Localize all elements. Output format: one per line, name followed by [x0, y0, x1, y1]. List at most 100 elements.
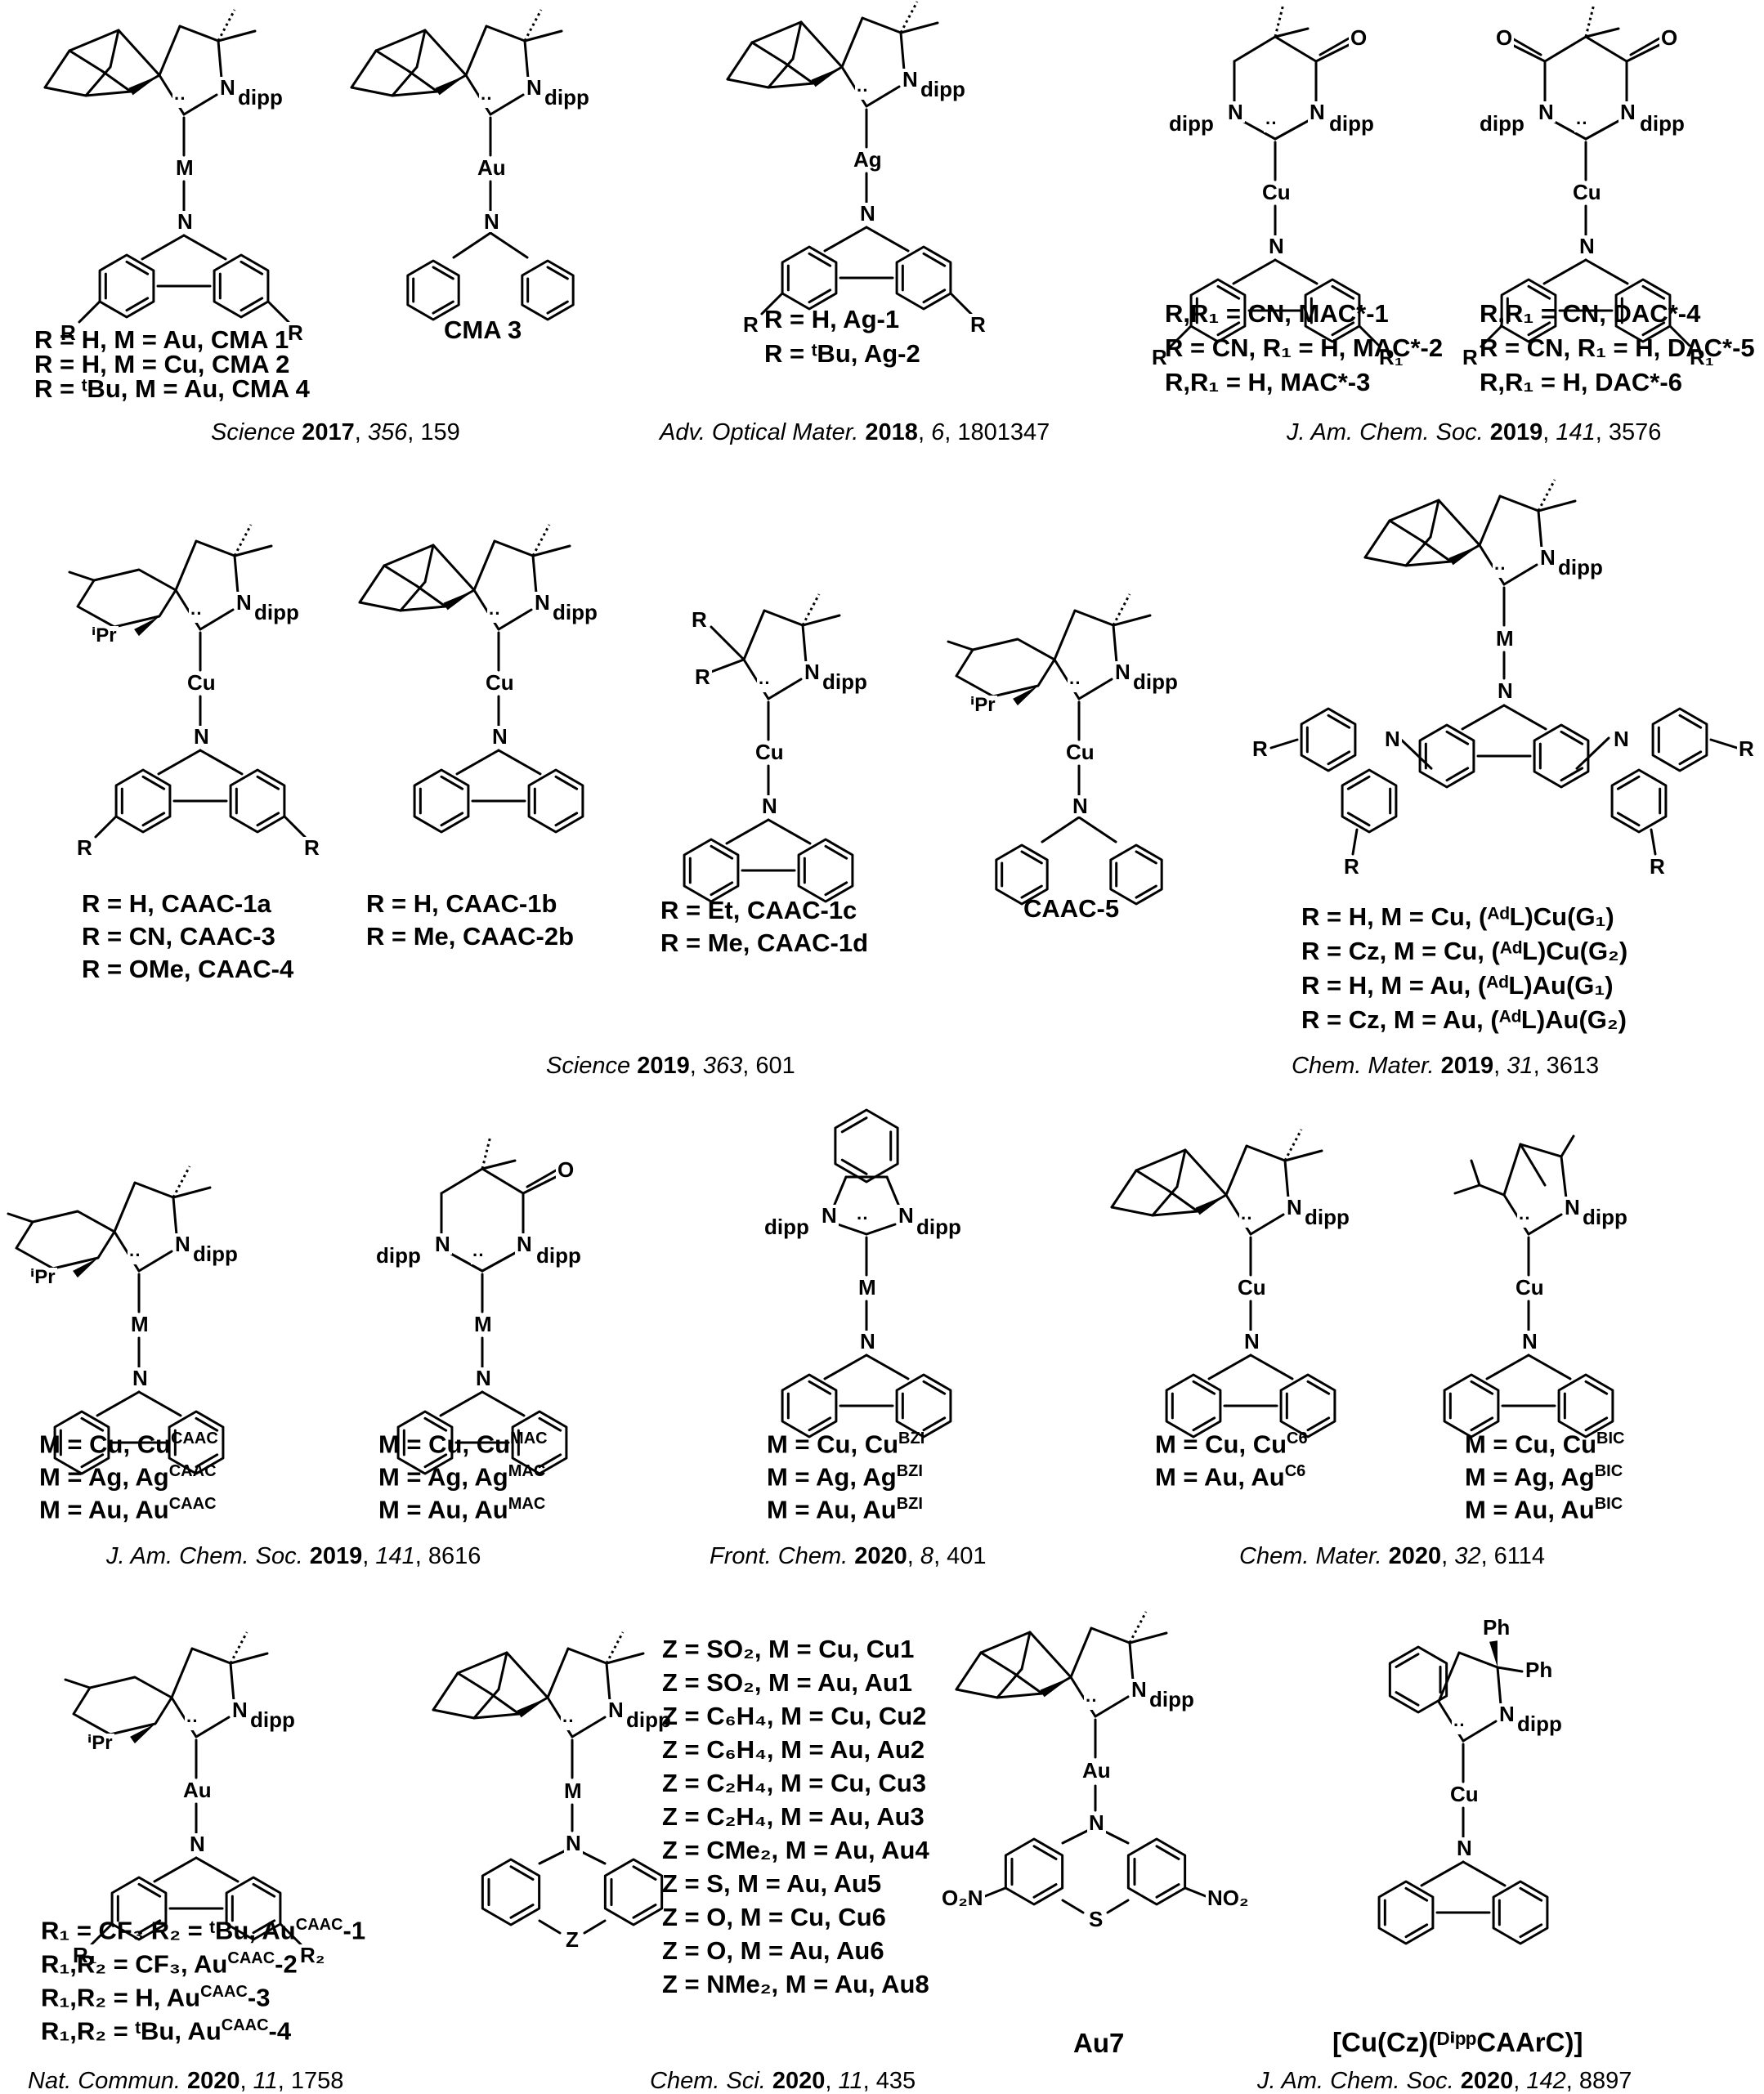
metal-atom: Cu: [1514, 1275, 1546, 1300]
dac-label-2: R = CN, R₁ = H, DAC*-5: [1480, 333, 1755, 362]
caac2-label-2: R = Me, CAAC-2b: [366, 922, 575, 951]
adl-label-4: R = Cz, M = Au, (ᴬᵈL)Au(G₂): [1301, 1005, 1627, 1034]
substituent-r: R: [1342, 854, 1361, 879]
carbene-dots: ··: [479, 88, 495, 109]
carbazole-nitrogen: N: [192, 724, 211, 749]
dipp-group: dipp: [1303, 1205, 1351, 1229]
label-superscript: CAAC: [171, 1430, 218, 1447]
caac2-label-1: R = H, CAAC-1b: [366, 889, 557, 918]
dipp-group: dipp: [374, 1243, 423, 1268]
z-series-label-7: Z = CMe₂, M = Au, Au4: [662, 1836, 929, 1864]
carbene-dots: ··: [1264, 113, 1279, 133]
caac1-label-3: R = OMe, CAAC-4: [82, 955, 294, 983]
phenyl-label: Ph: [1524, 1658, 1555, 1682]
nitrogen-atom: N: [433, 1232, 452, 1256]
nitrogen-atom: N: [533, 590, 552, 615]
dipp-group: dipp: [1327, 111, 1376, 136]
substituent-left: R: [1149, 345, 1169, 369]
label-suffix: -2: [275, 1949, 298, 1979]
phenyl-label: Ph: [1481, 1615, 1512, 1640]
substituent-right: R: [302, 835, 321, 860]
caarc-label: [Cu(Cz)(ᴰⁱᵖᵖCAArC)]: [1332, 2027, 1583, 2057]
label-superscript: BIC: [1594, 1495, 1623, 1513]
cu-caac-label-3: M = Au, AuCAAC: [39, 1495, 217, 1524]
metal-atom: Cu: [186, 670, 217, 695]
carbene-dots: ··: [1574, 113, 1590, 133]
caption-adv-opt-mater-2018: Adv. Optical Mater. 2018, 6, 1801347: [660, 419, 1050, 445]
carbazole-nitrogen: N: [1267, 234, 1286, 258]
substituent-left: R₁: [70, 1943, 99, 1967]
carbene-dots: ··: [189, 603, 204, 624]
z-series-label-4: Z = C₆H₄, M = Au, Au2: [662, 1735, 925, 1764]
dipp-group: dipp: [535, 1243, 583, 1268]
carbene-dots: ··: [561, 1711, 576, 1731]
carbonyl-oxygen: O: [556, 1157, 576, 1182]
cu-caac-label-2: M = Ag, AgCAAC: [39, 1462, 217, 1492]
dipp-group: dipp: [919, 77, 967, 101]
nitrogen-atom: N: [1113, 660, 1132, 684]
carbene-dots: ··: [1084, 1690, 1099, 1711]
dipp-group: dipp: [1167, 111, 1216, 136]
cma-label-2: R = H, M = Cu, CMA 2: [34, 350, 290, 378]
label-superscript: MAC: [508, 1495, 546, 1513]
carbene-dots: ··: [1239, 1208, 1255, 1228]
substituent-r: R: [1648, 854, 1667, 879]
carbazole-nitrogen: N: [490, 724, 509, 749]
dipp-group: dipp: [248, 1707, 297, 1732]
caption-nat-commun-2020: Nat. Commun. 2020, 11, 1758: [28, 2068, 344, 2094]
label-superscript: CAAC: [200, 1983, 248, 2001]
z-series-label-2: Z = SO₂, M = Au, Au1: [662, 1668, 913, 1697]
au-caac-label-3: R₁,R₂ = H, AuCAAC-3: [41, 1983, 271, 2012]
cu-bic-label-3: M = Au, AuBIC: [1465, 1495, 1623, 1524]
metal-atom: Au: [181, 1778, 213, 1802]
label-superscript: MAC: [510, 1430, 548, 1447]
cu-bic-label-1: M = Cu, CuBIC: [1465, 1430, 1625, 1459]
metal-atom: Cu: [1260, 180, 1292, 204]
carbazole-nitrogen: N: [1578, 234, 1596, 258]
nitrogen-atom: N: [1498, 1702, 1516, 1726]
ag-label-2: R = ᵗBu, Ag-2: [764, 339, 920, 368]
caption-science-2017: Science 2017, 356, 159: [211, 419, 460, 445]
nitrogen-atom: N: [515, 1232, 534, 1256]
dipp-group: dipp: [763, 1215, 811, 1239]
cma-label-1: R = H, M = Au, CMA 1: [34, 325, 289, 354]
label-suffix: -3: [247, 1983, 271, 2012]
substituent-r: R: [693, 664, 712, 689]
dipp-group: dipp: [1478, 111, 1526, 136]
label-superscript: BZI: [898, 1430, 925, 1447]
dipp-group: dipp: [253, 600, 301, 624]
substituent-r: R: [1737, 736, 1756, 761]
nitrogen-atom: N: [803, 660, 822, 684]
nitrogen-atom: N: [1563, 1195, 1582, 1219]
carbonyl-oxygen: O: [1494, 25, 1515, 50]
carbene-dots: ··: [172, 88, 188, 109]
dipp-group: dipp: [543, 85, 591, 110]
carbonyl-oxygen: O: [1349, 25, 1369, 50]
nitrogen-atom: N: [1537, 100, 1556, 124]
isopropyl-label: ⁱPr: [86, 1732, 114, 1754]
carbene-dots: ··: [185, 1711, 200, 1731]
substituent-right: R: [286, 320, 305, 345]
substituent-left: R: [74, 835, 94, 860]
dipp-group: dipp: [191, 1242, 240, 1266]
label-superscript: CAAC: [295, 1916, 343, 1934]
label-superscript: CAAC: [221, 2016, 269, 2034]
cma-label-3: R = ᵗBu, M = Au, CMA 4: [34, 374, 310, 403]
nitrogen-atom: N: [820, 1203, 839, 1228]
isopropyl-label: ⁱPr: [90, 624, 119, 647]
carbene-dots: ··: [1452, 1715, 1467, 1735]
nitro-right: NO₂: [1206, 1886, 1251, 1910]
phenothiazine-nitrogen: N: [1087, 1810, 1106, 1835]
dipp-group: dipp: [1581, 1205, 1629, 1229]
cu-c6-label-1: M = Cu, CuC6: [1155, 1430, 1308, 1459]
cu-mac-label-1: M = Cu, CuMAC: [378, 1430, 548, 1459]
